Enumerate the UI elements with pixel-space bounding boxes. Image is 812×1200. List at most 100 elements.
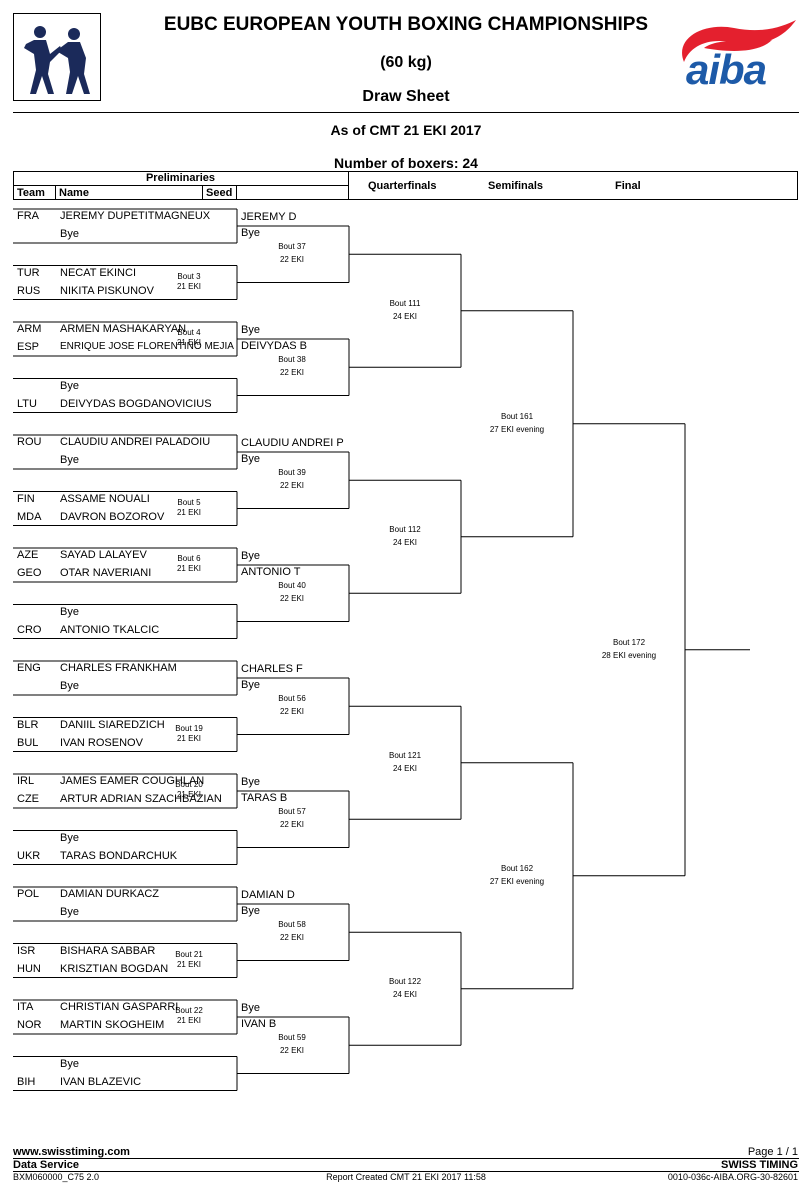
name-header: Name bbox=[59, 187, 89, 199]
footer-divider-top bbox=[13, 1158, 799, 1159]
boxer-name: IVAN BLAZEVIC bbox=[60, 1075, 142, 1088]
boxer-name: CHRISTIAN GASPARRI bbox=[60, 1001, 179, 1013]
team-code: ROU bbox=[17, 436, 42, 448]
boxer-name: JAMES EAMER COUGHLAN bbox=[60, 775, 205, 787]
col-sep-seed bbox=[236, 185, 237, 199]
col-sep-team bbox=[55, 185, 56, 199]
advanced-boxer: JEREMY D bbox=[241, 211, 297, 223]
boxer-name: Bye bbox=[60, 228, 79, 240]
advanced-boxer: Bye bbox=[241, 550, 260, 562]
advanced-boxer: Bye bbox=[241, 905, 260, 917]
boxer-name: DANIIL SIAREDZICH bbox=[60, 718, 165, 731]
table-header-bottom bbox=[13, 199, 797, 200]
table-header-mid bbox=[13, 185, 348, 186]
table-header-left bbox=[13, 171, 14, 200]
footer-divider-bottom bbox=[13, 1171, 799, 1172]
bout-number: Bout 38 bbox=[278, 355, 306, 365]
boxer-name: DAMIAN DURKACZ bbox=[60, 888, 160, 900]
bout-number: Bout 58 bbox=[278, 920, 306, 930]
footer-code-right: 0010-036c-AIBA.ORG-30-82601 bbox=[667, 1172, 798, 1182]
bout-date: 22 EKI bbox=[279, 1046, 304, 1056]
bout-number: Bout 112 bbox=[389, 524, 421, 534]
team-code: UKR bbox=[17, 849, 41, 862]
aiba-logo: aiba bbox=[664, 18, 800, 98]
bout-number: Bout 162 bbox=[500, 863, 534, 873]
boxer-name: DAVRON BOZOROV bbox=[60, 510, 165, 523]
bout-date: 22 EKI bbox=[279, 368, 304, 378]
footer-code-left: BXM060000_C75 2.0 bbox=[13, 1172, 100, 1182]
page-title: EUBC EUROPEAN YOUTH BOXING CHAMPIONSHIPS bbox=[163, 14, 649, 35]
bout-number: Bout 20 bbox=[175, 780, 203, 789]
bout-date: 21 EKI bbox=[176, 1016, 201, 1025]
draw-sheet-subtitle: Draw Sheet bbox=[362, 88, 450, 105]
bout-date: 21 EKI bbox=[176, 281, 201, 291]
boxer-name: NECAT EKINCI bbox=[60, 266, 136, 279]
bout-date: 22 EKI bbox=[279, 707, 304, 717]
team-code: HUN bbox=[17, 962, 41, 975]
bout-number: Bout 39 bbox=[278, 468, 306, 478]
bout-date: 21 EKI bbox=[176, 959, 201, 969]
bout-number: Bout 22 bbox=[175, 1006, 203, 1015]
aiba-logo-text: aiba bbox=[686, 46, 767, 93]
boxer-name: Bye bbox=[60, 1057, 79, 1070]
bout-date: 24 EKI bbox=[392, 763, 417, 773]
advanced-boxer: CHARLES F bbox=[241, 663, 303, 675]
table-header-right bbox=[797, 171, 798, 200]
bout-number: Bout 172 bbox=[612, 637, 646, 647]
footer-data-service: Data Service bbox=[13, 1159, 80, 1171]
bout-date: 21 EKI bbox=[176, 790, 201, 799]
team-code: ITA bbox=[17, 1001, 34, 1013]
bout-number: Bout 19 bbox=[175, 723, 203, 733]
boxer-name: SAYAD LALAYEV bbox=[60, 549, 147, 561]
boxer-name: DEIVYDAS BOGDANOVICIUS bbox=[60, 397, 212, 410]
team-code: AZE bbox=[17, 549, 39, 561]
boxers-count: Number of boxers: 24 bbox=[334, 155, 478, 171]
bout-number: Bout 5 bbox=[177, 497, 201, 507]
team-code: ISR bbox=[17, 944, 36, 957]
bout-date: 27 EKI evening bbox=[489, 424, 545, 434]
bout-date: 24 EKI bbox=[392, 311, 417, 321]
boxer-name: CHARLES FRANKHAM bbox=[60, 662, 177, 674]
bout-date: 21 EKI bbox=[176, 733, 201, 743]
boxer-name: JEREMY DUPETITMAGNEUX bbox=[60, 210, 211, 222]
advanced-boxer: Bye bbox=[241, 679, 260, 691]
advanced-boxer: ANTONIO T bbox=[241, 566, 301, 578]
boxer-name: TARAS BONDARCHUK bbox=[60, 849, 178, 862]
boxer-name: IVAN ROSENOV bbox=[60, 736, 143, 749]
header-divider bbox=[13, 112, 799, 113]
col-sep-name bbox=[202, 185, 203, 199]
boxer-name: Bye bbox=[60, 454, 79, 466]
bout-number: Bout 40 bbox=[278, 581, 306, 591]
team-code: BUL bbox=[17, 736, 39, 749]
footer-website[interactable]: www.swisstiming.com bbox=[13, 1146, 130, 1158]
team-code: ENG bbox=[17, 662, 41, 674]
boxer-name: ARMEN MASHAKARYAN bbox=[60, 323, 187, 335]
weight-class: (60 kg) bbox=[380, 54, 432, 71]
boxer-name: Bye bbox=[60, 680, 79, 692]
boxer-name: ASSAME NOUALI bbox=[60, 492, 150, 505]
team-code: FIN bbox=[17, 492, 35, 505]
bout-date: 28 EKI evening bbox=[601, 650, 657, 660]
boxer-name: Bye bbox=[60, 379, 79, 392]
advanced-boxer: CLAUDIU ANDREI P bbox=[241, 437, 344, 449]
footer-report: Report Created CMT 21 EKI 2017 11:58 bbox=[326, 1172, 486, 1182]
team-code: IRL bbox=[17, 775, 35, 787]
team-header: Team bbox=[17, 187, 45, 199]
footer-page: Page 1 / 1 bbox=[747, 1146, 798, 1158]
boxer-name: ARTUR ADRIAN SZACHBAZIAN bbox=[60, 793, 222, 805]
team-code: CRO bbox=[17, 623, 42, 636]
bout-number: Bout 59 bbox=[278, 1033, 306, 1043]
team-code: ARM bbox=[17, 323, 42, 335]
team-code: POL bbox=[17, 888, 40, 900]
team-code: CZE bbox=[17, 793, 39, 805]
bout-number: Bout 121 bbox=[388, 750, 422, 760]
boxer-name: ENRIQUE JOSE FLORENTINO MEJIA bbox=[60, 341, 234, 352]
bout-number: Bout 56 bbox=[278, 694, 306, 704]
advanced-boxer: TARAS B bbox=[241, 792, 288, 804]
advanced-boxer: IVAN B bbox=[241, 1018, 277, 1030]
team-code: NOR bbox=[17, 1019, 42, 1031]
bout-date: 22 EKI bbox=[279, 820, 304, 830]
advanced-boxer: Bye bbox=[241, 227, 260, 239]
bout-date: 22 EKI bbox=[279, 481, 304, 491]
